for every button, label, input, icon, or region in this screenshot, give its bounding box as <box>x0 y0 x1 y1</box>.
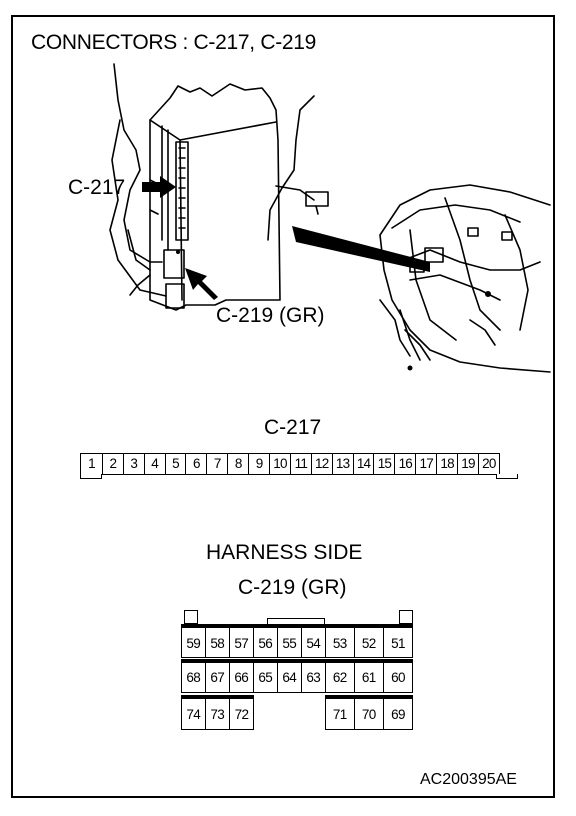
figure-title: CONNECTORS : C-217, C-219 <box>31 31 317 54</box>
c219-arrow <box>185 268 218 300</box>
c217-pin: 18 <box>436 454 457 474</box>
c219-pin: 52 <box>354 624 384 658</box>
dashboard-outline <box>379 184 551 373</box>
location-pointer-wedge <box>292 226 430 272</box>
c219-pin: 61 <box>354 659 384 693</box>
c217-pin: 15 <box>373 454 394 474</box>
c219-pin: 74 <box>181 695 206 730</box>
c217-pin: 7 <box>206 454 227 474</box>
c219-pin: 67 <box>205 659 230 693</box>
figure-frame <box>11 15 555 798</box>
c217-pin: 16 <box>394 454 415 474</box>
c217-pin: 17 <box>415 454 436 474</box>
c217-pin: 10 <box>269 454 290 474</box>
c217-callout-label: C-217 <box>68 176 126 199</box>
c217-pin: 13 <box>331 454 353 474</box>
c219-pin: 57 <box>229 624 254 658</box>
c217-arrow <box>142 176 176 198</box>
c217-pin: 3 <box>122 454 144 474</box>
c219-pin: 62 <box>325 659 355 693</box>
ecu-box-outline <box>149 83 281 311</box>
c219-latch-left <box>184 610 198 624</box>
c217-connector-drawing <box>175 141 189 241</box>
c219-pin: 69 <box>383 695 413 730</box>
c219-pin: 51 <box>383 624 413 658</box>
c219-pin: 68 <box>181 659 206 693</box>
c219-pin: 58 <box>205 624 230 658</box>
c219-pin: 55 <box>277 624 302 658</box>
c219-pin: 54 <box>301 624 326 658</box>
figure-code: AC200395AE <box>420 771 517 788</box>
c219-pin: 71 <box>325 695 355 730</box>
c217-pin: 2 <box>101 454 123 474</box>
c217-pin: 1 <box>88 456 96 471</box>
c219-pin: 59 <box>181 624 206 658</box>
c219-pin: 63 <box>301 659 326 693</box>
c219-pin: 66 <box>229 659 254 693</box>
c219-pin: 72 <box>229 695 254 730</box>
c219-pin: 53 <box>325 624 355 658</box>
c217-title: C-217 <box>264 416 322 439</box>
c219-connector-face: 59 58 57 56 55 54 53 52 51 68 67 66 65 6… <box>181 610 413 730</box>
c217-pin: 4 <box>143 454 165 474</box>
c217-key-right <box>496 474 518 479</box>
c217-pin: 5 <box>164 454 186 474</box>
c219-pin: 70 <box>354 695 384 730</box>
c219-pin: 64 <box>277 659 302 693</box>
c217-pin-row: 1 2 3 4 5 6 7 8 9 10 11 12 13 14 15 16 1… <box>80 453 500 475</box>
harness-side-label: HARNESS SIDE <box>206 541 363 564</box>
c219-pin: 60 <box>383 659 413 693</box>
c217-key-left <box>80 474 102 479</box>
c217-pin: 12 <box>310 454 332 474</box>
c217-pin: 14 <box>352 454 374 474</box>
c217-pin: 8 <box>227 454 248 474</box>
c219-title: C-219 (GR) <box>238 576 347 599</box>
c219-pin: 56 <box>253 624 278 658</box>
c219-latch-right <box>399 610 413 624</box>
c217-pin: 9 <box>248 454 269 474</box>
c217-pin: 11 <box>289 454 311 474</box>
c217-pin: 6 <box>185 454 206 474</box>
c217-pin: 20 <box>477 454 499 474</box>
c219-pin: 65 <box>253 659 278 693</box>
c219-connector-drawing <box>163 249 185 279</box>
c219-callout-label: C-219 (GR) <box>216 304 325 327</box>
c219-pin: 73 <box>205 695 230 730</box>
c217-pin: 19 <box>457 454 478 474</box>
